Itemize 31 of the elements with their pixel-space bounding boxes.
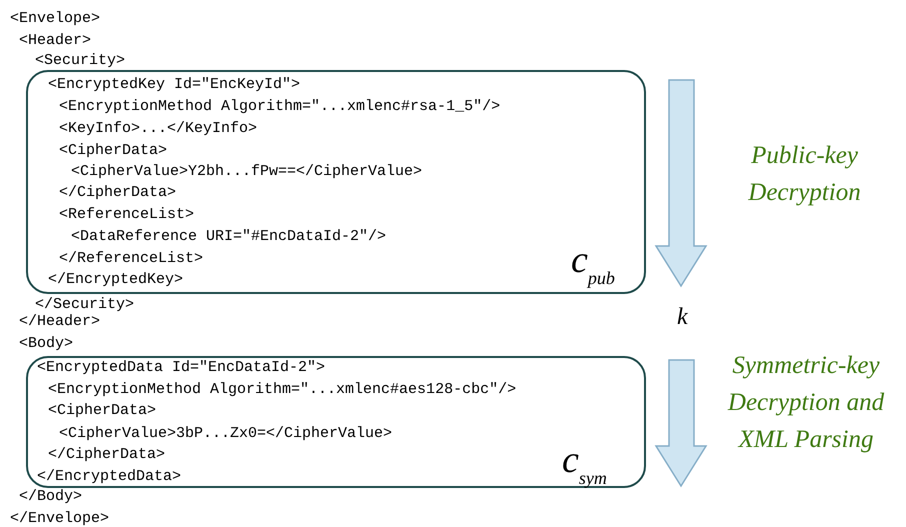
code-line: </Security>	[35, 295, 134, 314]
code-line: </Envelope>	[10, 509, 110, 527]
code-line: <CipherValue>3bP...Zx0=</CipherValue>	[59, 424, 392, 444]
step-caption: Symmetric-key Decryption and XML Parsing	[726, 351, 886, 455]
code-line: <Security>	[35, 51, 126, 71]
code-block-box	[26, 356, 646, 488]
key-symbol: k	[677, 304, 688, 331]
code-line: </Header>	[19, 312, 100, 332]
code-line: <KeyInfo>...</KeyInfo>	[59, 119, 258, 139]
ciphertext-symbol: c$_{sym}$	[562, 440, 607, 490]
code-line: <EncryptionMethod Algorithm="...xmlenc#aes128-cbc"/>	[48, 380, 516, 400]
code-line: <ReferenceList>	[59, 205, 194, 225]
code-line: <CipherData>	[59, 141, 168, 161]
code-line: <Envelope>	[10, 9, 100, 29]
code-line: <CipherValue>Y2bh...fPw==</CipherValue>	[71, 162, 422, 182]
code-line: </Body>	[19, 487, 82, 507]
code-line: <CipherData>	[48, 401, 156, 421]
code-line: <EncryptionMethod Algorithm="...xmlenc#rsa-1_5"/>	[59, 97, 500, 117]
code-line: <EncryptedData Id="EncDataId-2">	[37, 358, 326, 378]
step-caption: Public-key Decryption	[747, 141, 862, 208]
code-line: <Header>	[19, 31, 92, 51]
code-line: </EncryptedKey>	[48, 270, 184, 290]
code-line: </CipherData>	[48, 445, 166, 465]
code-line: </CipherData>	[59, 183, 176, 203]
code-block-box	[26, 70, 646, 294]
code-line: <DataReference URI="#EncDataId-2"/>	[71, 227, 386, 247]
code-line: </EncryptedData>	[37, 467, 182, 487]
code-line: </ReferenceList>	[59, 249, 204, 269]
code-line: <EncryptedKey Id="EncKeyId">	[48, 75, 300, 95]
code-line: <Body>	[19, 334, 74, 354]
ciphertext-symbol: c$_{pub}$	[571, 240, 615, 290]
